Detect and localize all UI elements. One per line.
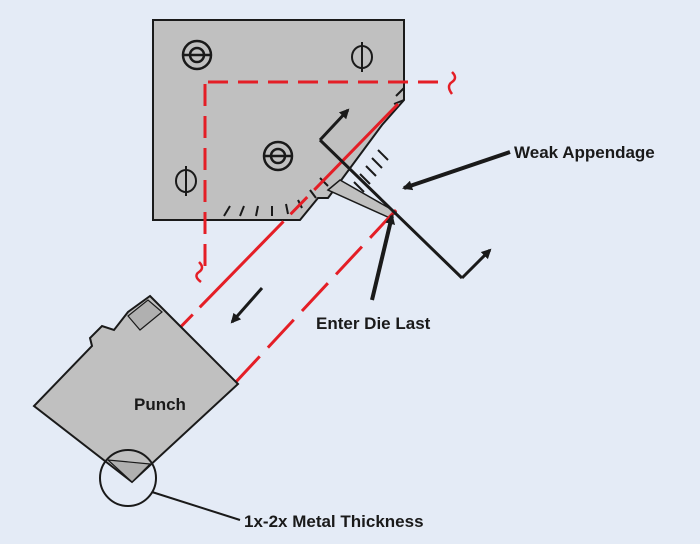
punch-body xyxy=(32,294,240,484)
weak-appendage-arrow xyxy=(402,150,511,191)
weak-appendage-label: Weak Appendage xyxy=(514,143,655,162)
phi-icon xyxy=(351,42,373,72)
die-plate xyxy=(152,19,405,221)
metal-thickness-leader xyxy=(151,491,241,521)
punch-direction-arrow xyxy=(230,287,264,324)
enter-die-last-arrow xyxy=(370,214,396,301)
punch-label: Punch xyxy=(134,395,186,414)
punch-corner-detail xyxy=(106,459,152,483)
concentric-hole-icon xyxy=(262,140,294,172)
phi-icon xyxy=(175,166,197,196)
enter-die-last-label: Enter Die Last xyxy=(316,314,431,333)
section-view-line xyxy=(318,108,492,280)
weak-appendage-shape xyxy=(326,179,398,219)
metal-thickness-label: 1x-2x Metal Thickness xyxy=(244,512,424,531)
metal-thickness-circle xyxy=(99,449,157,507)
concentric-hole-icon xyxy=(181,39,213,71)
wavy-break-icon xyxy=(195,261,204,283)
punch-notch xyxy=(127,299,163,331)
wavy-break-icon xyxy=(447,71,457,95)
